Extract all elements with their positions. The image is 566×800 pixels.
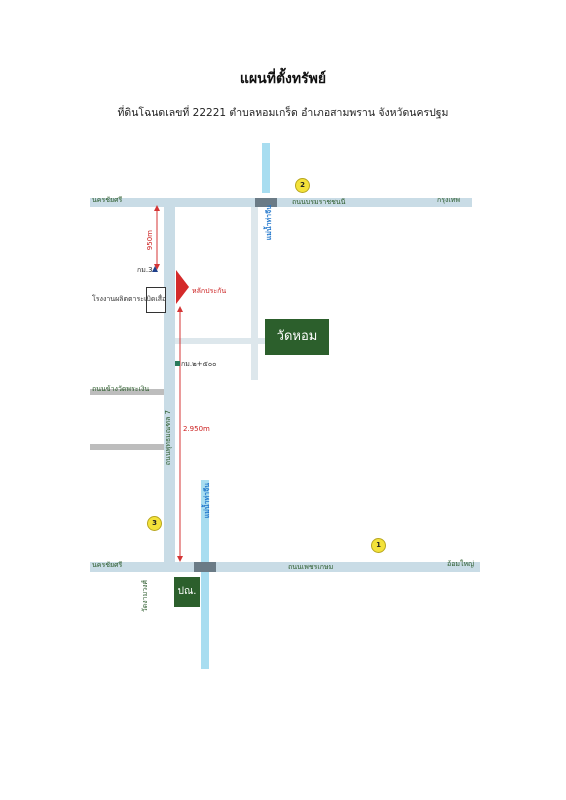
road-label-top-right: กรุงเทพ <box>437 196 461 204</box>
property-label: หลักประกัน <box>192 287 227 295</box>
road-label-vertical-main: ถนนพุทธมณฑล 7 <box>164 410 172 466</box>
road-label-top-left: นครชัยศรี <box>92 196 123 204</box>
road-label-bottom-right: อ้อมใหญ่ <box>447 560 475 568</box>
road-label-bottom-left: นครชัยศรี <box>92 561 123 569</box>
page-title: แผนที่ตั้งทรัพย์ <box>239 71 327 87</box>
distance-label-upper: 950m <box>146 230 154 251</box>
marker-1: 1 <box>371 538 386 553</box>
road-label-top-middle: ถนนบรมราชชนนี <box>292 198 346 206</box>
road-label-lower-left: วัดงามวงศ์ <box>141 580 149 613</box>
road-label-bottom-middle: ถนนเพชรเกษม <box>288 563 334 571</box>
road-bottom <box>90 562 480 572</box>
temple-landmark: วัดหอมเกร็ด <box>265 319 329 380</box>
road-left-lower <box>90 444 164 450</box>
factory-building <box>146 287 166 313</box>
post-office-landmark: ปณ. <box>174 577 200 607</box>
bridge-top <box>255 198 277 207</box>
river-label-lower: แม่น้ำท่าจีน <box>203 483 211 519</box>
road-top <box>90 198 472 207</box>
km-marker-label: กม.3 <box>137 266 153 274</box>
river-label-upper: แม่น้ำท่าจีน <box>265 205 273 241</box>
road-label-left-branch: ถนนข้างวัดพระเงิน <box>92 385 150 393</box>
km-marker2-label: กม.๒+๕๐๐ <box>181 360 217 368</box>
marker-3: 3 <box>147 516 162 531</box>
distance-label-lower: 2.950m <box>183 425 210 433</box>
property-marker <box>176 270 189 304</box>
km-marker-icon <box>152 266 158 272</box>
road-left-upper <box>90 389 164 395</box>
bridge-bottom <box>194 562 216 572</box>
road-main-vertical <box>164 198 175 572</box>
river-lower-top <box>201 480 209 562</box>
marker-2: 2 <box>295 178 310 193</box>
factory-label: โรงงานผลิตตาระเบิดเสื่อ <box>92 295 167 303</box>
page-subtitle: ที่ดินโฉนดเลขที่ 22221 ตำบลหอมเกร็ด อำเภ… <box>117 107 449 119</box>
river-upper <box>262 143 270 193</box>
post-office-icon <box>175 361 180 366</box>
river-lower <box>201 572 209 669</box>
road-temple-branch <box>175 338 265 344</box>
road-branch-vertical <box>251 207 258 380</box>
